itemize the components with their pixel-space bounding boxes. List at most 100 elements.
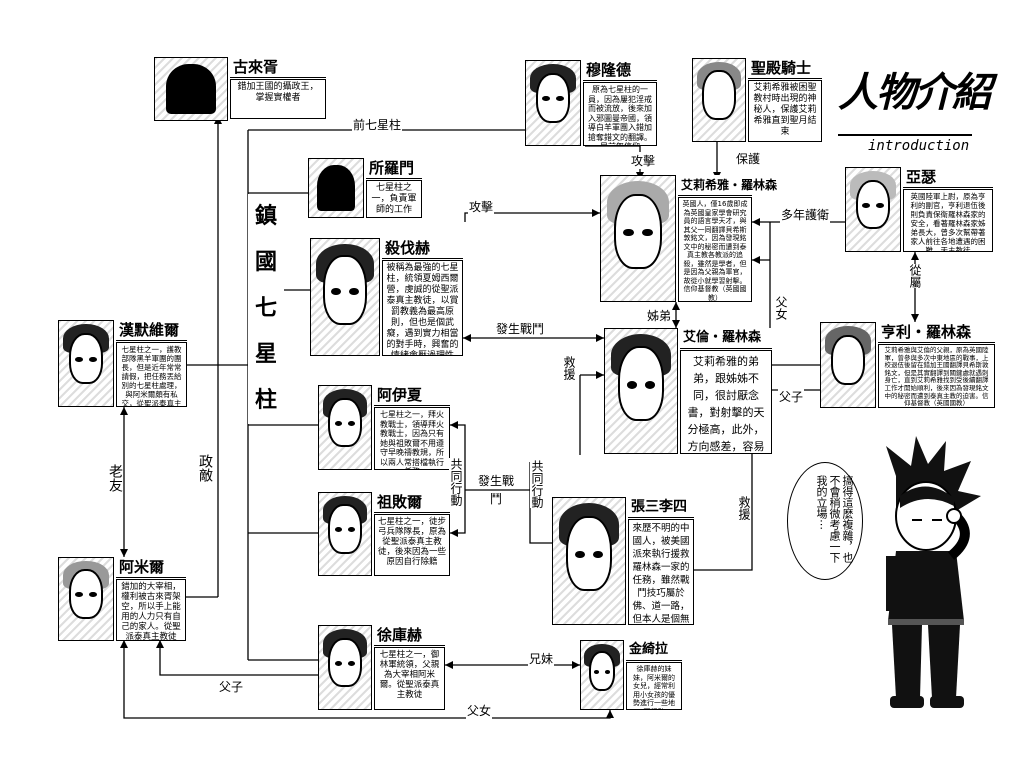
character-name: 殺伐赫 (382, 238, 463, 259)
portrait-alun (604, 328, 678, 454)
character-card-shafahe: 殺伐赫 被稱為最強的七星柱，統領夏姆西爾營，虔誠的從聖派泰真主教徒，以賞罰教義為… (310, 238, 463, 356)
speech-bubble-text: 搞得這麼複雜，也不會稍微考慮一下我的立場⋯ (815, 475, 854, 563)
relation-political-enemy: 政敵 (197, 454, 213, 482)
character-desc: 原為七星柱的一員，因為屢犯淫戒而被流放，後來加入邪圖曼帝國，領導白羊軍團入錯加搶… (583, 82, 657, 146)
character-card-mulongde: 穆隆德 原為七星柱的一員，因為屢犯淫戒而被流放，後來加入邪圖曼帝國，領導白羊軍團… (525, 60, 657, 146)
title-main: 人物介紹 (838, 69, 992, 116)
character-name: 阿米爾 (116, 557, 186, 578)
title-block: 人物介紹 introduction (838, 60, 992, 160)
character-card-jinqila: 金綺拉 徐庫赫的妹妹，阿米爾的女兒，經常利用小女孩的優勢進行一些地下行動 (580, 640, 682, 710)
portrait-zubaier (318, 492, 372, 576)
relation-former-pillar: 前七星柱 (352, 116, 403, 133)
relation-brother-sister: 兄妹 (528, 650, 555, 667)
portrait-mulongde (525, 60, 581, 146)
relation-rescue: 救援 (562, 356, 576, 380)
portrait-jinqila (580, 640, 624, 710)
relation-father-son: 父子 (778, 388, 805, 405)
relation-attack: 攻擊 (630, 152, 657, 169)
character-desc: 艾莉希雅被困聖教村時出現的神秘人，保護艾莉希雅直到聖月結束 (748, 80, 822, 142)
character-name: 古來胥 (230, 57, 326, 78)
character-name: 張三李四 (628, 497, 694, 518)
character-desc: 錯加的大宰相，權利被古來胥架空，所以手上能用的人力只有自己的家人。從聖派泰真主教… (116, 579, 186, 641)
character-card-amier: 阿米爾 錯加的大宰相，權利被古來胥架空，所以手上能用的人力只有自己的家人。從聖派… (58, 557, 186, 641)
character-desc: 英國陸軍上尉，原為亨利的副官，亨利退伍後則負責保衛羅林森家的安全，看著羅林森家姊… (903, 189, 993, 252)
relation-father-daughter: 父女 (466, 702, 493, 719)
character-desc: 錯加王國的攝政王，掌握實權者 (230, 79, 326, 119)
character-card-hanmo: 漢默維爾 七星柱之一，護教部隊黑羊軍團的團長，但是近年常常請假，把任務丟給別的七… (58, 320, 187, 407)
character-card-gulaixu: 古來胥 錯加王國的攝政王，掌握實權者 (154, 57, 326, 121)
group-label-char: 七 (254, 296, 277, 321)
group-label-char: 星 (254, 342, 277, 367)
relation-war: 發生戰鬥 (495, 320, 546, 337)
character-card-knight: 聖殿騎士 艾莉希雅被困聖教村時出現的神秘人，保護艾莉希雅直到聖月結束 (692, 58, 822, 142)
relation-rescue: 救援 (737, 496, 751, 520)
character-desc: 艾莉希雅與艾倫的父親，原為英國陸軍，曾參與多次中東地區的戰事，上校退伍後留在錯加… (878, 344, 995, 408)
relation-attack: 攻擊 (468, 198, 495, 215)
chibi-character-icon (886, 436, 981, 708)
character-name: 漢默維爾 (116, 320, 187, 341)
character-name: 阿伊夏 (374, 385, 450, 406)
portrait-henli (820, 322, 876, 408)
portrait-yase (845, 167, 901, 252)
character-card-yase: 亞瑟 英國陸軍上尉，原為亨利的副官，亨利退伍後則負責保衛羅林森家的安全，看著羅林… (845, 167, 993, 252)
character-name: 艾倫・羅林森 (680, 328, 772, 349)
character-card-ayixia: 阿伊夏 七星柱之一，拜火教戰士，領導拜火教戰士，因為只有她與祖敗爾不用遵守早晚禱… (318, 385, 450, 470)
relation-protect: 保護 (735, 150, 762, 167)
portrait-suoluomen (308, 158, 364, 218)
portrait-ayixia (318, 385, 372, 470)
portrait-knight (692, 58, 746, 142)
character-card-xukuhe: 徐庫赫 七星柱之一，御林軍統領，父親為大宰相阿米爾。從聖派泰真主教徒 (318, 625, 445, 710)
character-desc: 七星柱之一，御林軍統領，父親為大宰相阿米爾。從聖派泰真主教徒 (374, 647, 445, 710)
relation-joint-action: 共同行動 (530, 460, 544, 508)
character-card-zhang: 張三李四 來歷不明的中國人，被美國派來執行援救羅林森一家的任務，雖然戰鬥技巧屬於… (552, 497, 694, 625)
title-sub: introduction (868, 138, 970, 154)
relation-siblings: 姊弟 (646, 307, 673, 324)
relation-follow: 從屬 (908, 264, 922, 288)
character-card-zubaier: 祖敗爾 七星柱之一，徒步弓兵隊隊長，原為從聖派泰真主教徒，後來因為一些原因自行除… (318, 492, 450, 576)
character-desc: 徐庫赫的妹妹，阿米爾的女兒，經常利用小女孩的優勢進行一些地下行動 (626, 662, 682, 710)
relation-war: 發生戰鬥 (477, 474, 514, 506)
title-underline (838, 134, 972, 136)
character-name: 徐庫赫 (374, 625, 445, 646)
group-label-char: 柱 (254, 388, 277, 413)
character-card-elisia: 艾莉希雅・羅林森 英國人，僅16歲即成為英國皇家學會研究員的語言學天才，與其父一… (600, 175, 777, 302)
relation-guard: 多年護衛 (780, 206, 831, 223)
character-name: 艾莉希雅・羅林森 (678, 175, 777, 196)
character-name: 亨利・羅林森 (878, 322, 995, 343)
character-name: 聖殿騎士 (748, 58, 822, 79)
character-desc: 艾莉希雅的弟弟，跟姊姊不同，很討厭念書，對射擊的天分極高，此外，方向感差，容易迷… (680, 350, 772, 454)
character-name: 亞瑟 (903, 167, 993, 188)
portrait-xukuhe (318, 625, 372, 710)
character-name: 穆隆德 (583, 60, 657, 81)
relation-father-son: 父子 (218, 678, 245, 695)
character-name: 金綺拉 (626, 640, 682, 661)
speech-bubble: 搞得這麼複雜，也不會稍微考慮一下我的立場⋯ (787, 462, 863, 580)
portrait-elisia (600, 175, 676, 302)
silhouette-icon (165, 64, 217, 114)
relation-father-daughter: 父女 (774, 296, 788, 320)
relation-joint-action: 共同行動 (449, 458, 463, 506)
character-desc: 來歷不明的中國人，被美國派來執行援救羅林森一家的任務，雖然戰鬥技巧屬於佛、道一路… (628, 519, 694, 625)
relation-old-friend: 老友 (107, 464, 123, 492)
character-desc: 七星柱之一，拜火教戰士，領導拜火教戰士，因為只有她與祖敗爾不用遵守早晚禱教規，所… (374, 407, 450, 470)
portrait-zhang (552, 497, 626, 625)
silhouette-icon (317, 164, 355, 212)
portrait-gulaixu (154, 57, 228, 121)
group-label-char: 鎮 (254, 204, 277, 229)
group-label: 鎮 國 七 星 柱 (248, 194, 284, 424)
character-card-suoluomen: 所羅門 七星柱之一，負責軍師的工作 (308, 158, 422, 218)
character-desc: 七星柱之一，負責軍師的工作 (366, 180, 422, 218)
character-card-alun: 艾倫・羅林森 艾莉希雅的弟弟，跟姊姊不同，很討厭念書，對射擊的天分極高，此外，方… (604, 328, 772, 454)
character-desc: 英國人，僅16歲即成為英國皇家學會研究員的語言學天才，與其父一同翻譯貝希斯敦銘文… (678, 197, 752, 302)
character-desc: 七星柱之一，徒步弓兵隊隊長，原為從聖派泰真主教徒，後來因為一些原因自行除籍 (374, 514, 450, 576)
portrait-amier (58, 557, 114, 641)
character-name: 所羅門 (366, 158, 422, 179)
character-desc: 被稱為最強的七星柱，統領夏姆西爾營，虔誠的從聖派泰真主教徒，以賞罰教義為最高原則… (382, 260, 463, 356)
character-desc: 七星柱之一，護教部隊黑羊軍團的團長，但是近年常常請假，把任務丟給別的七星柱處理，… (116, 342, 187, 407)
character-card-henli: 亨利・羅林森 艾莉希雅與艾倫的父親，原為英國陸軍，曾參與多次中東地區的戰事，上校… (820, 322, 995, 408)
portrait-shafahe (310, 238, 380, 356)
group-label-char: 國 (254, 250, 277, 275)
character-name: 祖敗爾 (374, 492, 450, 513)
portrait-hanmo (58, 320, 114, 407)
